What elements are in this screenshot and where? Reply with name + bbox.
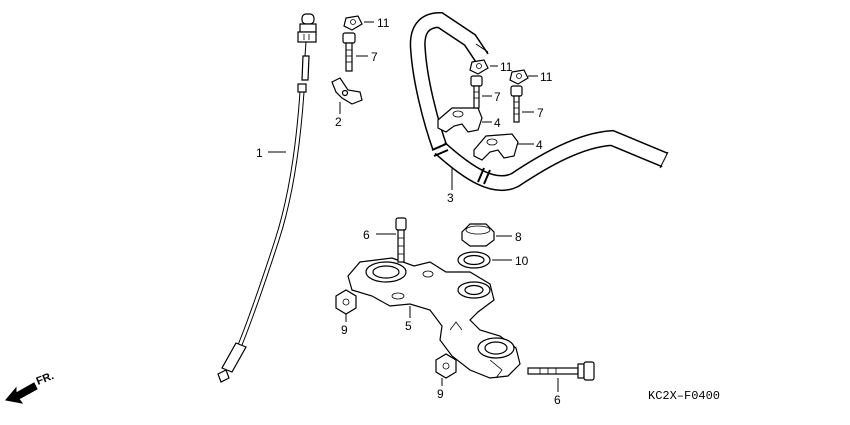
callout-11-left: 11 [377,16,390,30]
callout-2: 2 [335,115,342,129]
callout-11-mid: 11 [500,60,513,74]
callout-10: 10 [515,254,529,268]
pinch-bolt-lower [527,361,595,381]
callout-11-right: 11 [540,70,553,84]
leader-lines [268,21,559,392]
callout-5: 5 [405,319,412,333]
callout-7-right: 7 [537,106,544,120]
nut-holder-left [469,59,489,75]
nut-left [335,289,357,315]
handlebar-holder-left [437,107,483,133]
callout-labels: 1 2 3 4 4 5 6 6 7 7 7 8 9 9 10 11 11 11 [256,16,561,407]
callout-8: 8 [515,230,522,244]
front-direction-indicator: FR. [5,370,56,404]
bolt-upper-left [342,32,356,72]
nut-upper-left [343,15,363,31]
nut-bottom [435,353,457,379]
callout-1: 1 [256,146,263,160]
callout-9-left: 9 [341,323,348,337]
cable-clamp [331,77,363,105]
handlebar-holder-right [473,133,519,161]
pinch-bolt-upper [395,217,407,263]
nut-holder-right [509,69,529,85]
front-label: FR. [35,370,56,388]
throttle-cable [217,13,317,383]
bolt-holder-left [470,75,483,109]
callout-6-upper: 6 [363,228,370,242]
diagram-code: KC2X–F0400 [648,389,720,403]
callout-7-mid: 7 [494,90,501,104]
front-arrow-icon [5,382,38,404]
callout-4-lower: 4 [536,138,543,152]
bolt-holder-right [510,85,523,123]
callout-7-left: 7 [371,50,378,64]
washer [457,251,491,269]
callout-3: 3 [447,191,454,205]
callout-6-lower: 6 [554,393,561,407]
callout-4-upper: 4 [494,116,501,130]
stem-nut [461,223,495,247]
top-bridge [347,257,521,379]
callout-9-bottom: 9 [437,387,444,401]
handlebar [409,11,669,192]
